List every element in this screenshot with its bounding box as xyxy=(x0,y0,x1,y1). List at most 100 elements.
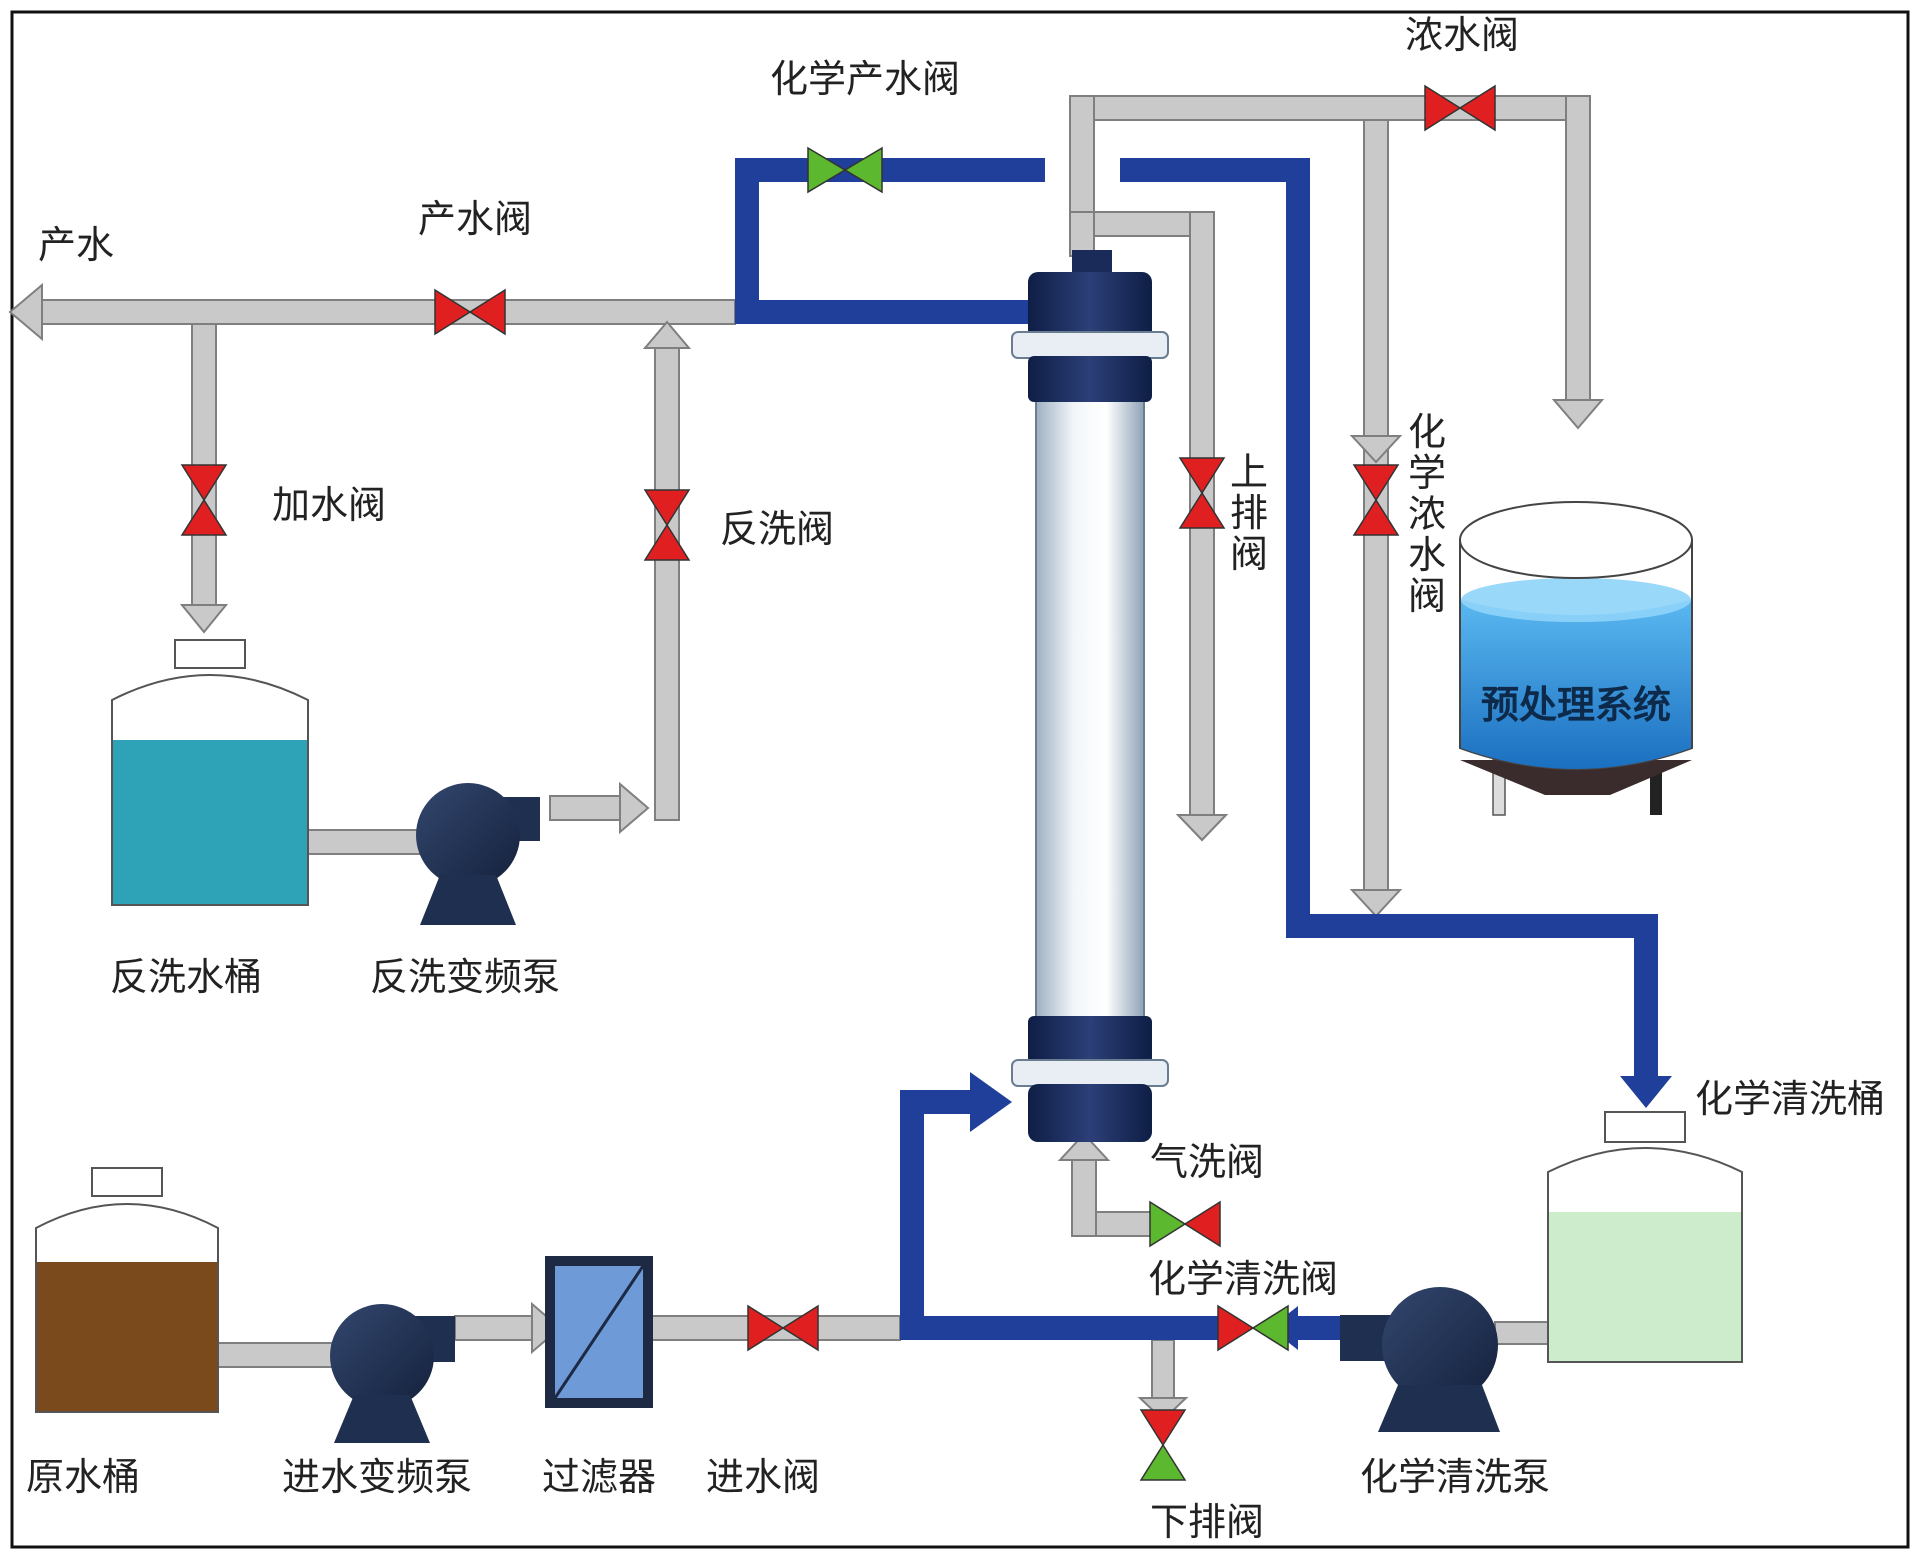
membrane-top-cap xyxy=(1028,272,1152,344)
feed-pump-outlet-pipe xyxy=(454,1315,536,1341)
backwash-riser-pipe xyxy=(654,339,680,821)
membrane-bottom-cap xyxy=(1028,1084,1152,1142)
svg-text:学: 学 xyxy=(1408,451,1446,495)
top-drain-arrow xyxy=(1175,814,1229,842)
valves xyxy=(180,84,1496,1481)
top-header-stub xyxy=(1069,211,1095,257)
chem-clean-return-pipe xyxy=(900,1316,1225,1340)
svg-text:上: 上 xyxy=(1230,450,1268,494)
svg-text:水: 水 xyxy=(1408,533,1446,577)
raw-tank-outlet-pipe xyxy=(211,1342,333,1368)
svg-text:阀: 阀 xyxy=(1230,532,1268,576)
feed-pump[interactable] xyxy=(330,1304,455,1443)
backwash-pump-outlet-arrow xyxy=(619,781,650,835)
product-water-arrow xyxy=(8,282,43,342)
chem-product-top-pipe xyxy=(735,158,1045,182)
backwash-riser-arrow xyxy=(642,320,692,349)
bottom-drain-pipe xyxy=(1151,1339,1175,1403)
svg-text:化: 化 xyxy=(1408,410,1446,454)
backwash-pump-outlet-pipe xyxy=(549,795,626,821)
membrane-top-nozzle xyxy=(1072,250,1112,276)
label-concentrate-valve: 浓水阀 xyxy=(1405,13,1519,57)
membrane-top-collar xyxy=(1028,356,1152,402)
membrane-top-flange xyxy=(1011,331,1169,359)
label-chem-concentrate-valve: 化 学 浓 水 阀 xyxy=(1408,410,1446,618)
raw-tank-lid xyxy=(91,1167,163,1197)
pretreat-water-surface xyxy=(1461,578,1691,622)
return-bottom-pipe xyxy=(1286,914,1658,938)
label-backwash-pump: 反洗变频泵 xyxy=(370,955,560,999)
product-valve[interactable] xyxy=(434,288,506,336)
inlet-valve[interactable] xyxy=(747,1304,819,1352)
label-air-wash-valve: 气洗阀 xyxy=(1150,1140,1264,1184)
label-filter: 过滤器 xyxy=(542,1455,656,1499)
chem-tank-inlet-arrow xyxy=(1620,1076,1672,1108)
backwash-tank xyxy=(111,639,309,906)
bottom-drain-arrow xyxy=(1137,1397,1189,1422)
membrane-product-outlet-pipe xyxy=(735,300,1035,324)
membrane-body xyxy=(1035,399,1145,1041)
chem-clean-tank xyxy=(1547,1111,1743,1363)
raw-tank-water xyxy=(37,1262,217,1411)
bottom-drain-valve[interactable] xyxy=(1139,1409,1187,1481)
pretreatment-vessel xyxy=(1459,501,1693,816)
pretreat-rim xyxy=(1459,501,1693,579)
return-down-pipe xyxy=(1286,158,1310,938)
fill-valve[interactable] xyxy=(180,464,228,536)
svg-text:阀: 阀 xyxy=(1408,574,1446,618)
concentrate-down-arrow xyxy=(1551,399,1605,430)
label-feed-pump: 进水变频泵 xyxy=(282,1455,472,1499)
cartridge-filter[interactable] xyxy=(545,1256,653,1408)
label-product-valve: 产水阀 xyxy=(418,197,532,241)
filter-diagonal xyxy=(553,1265,645,1399)
backwash-valve[interactable] xyxy=(643,489,691,561)
membrane-bottom-collar xyxy=(1028,1016,1152,1064)
pretreat-cone xyxy=(1460,760,1692,795)
label-fill-valve: 加水阀 xyxy=(272,483,386,527)
raw-water-tank xyxy=(35,1167,219,1413)
backwash-pump[interactable] xyxy=(416,783,540,925)
chem-tank-outlet-pipe xyxy=(1494,1321,1551,1345)
svg-text:排: 排 xyxy=(1230,491,1268,535)
chem-concentrate-valve[interactable] xyxy=(1352,464,1400,536)
product-water-pipe xyxy=(34,299,736,325)
air-wash-valve[interactable] xyxy=(1149,1200,1221,1248)
chem-tank-water xyxy=(1549,1212,1741,1361)
air-wash-riser-pipe xyxy=(1071,1149,1097,1237)
chem-product-valve[interactable] xyxy=(807,146,883,194)
backwash-tank-lid xyxy=(174,639,246,669)
chem-tank-lid xyxy=(1604,1111,1686,1143)
return-top-pipe xyxy=(1120,158,1310,182)
concentrate-valve[interactable] xyxy=(1424,84,1496,132)
label-inlet-valve: 进水阀 xyxy=(706,1455,820,1499)
chem-pump-outlet-pipe xyxy=(1295,1316,1343,1340)
backwash-tank-water xyxy=(113,740,307,904)
backwash-tank-outlet-pipe xyxy=(304,829,421,855)
label-chem-clean-tank: 化学清洗桶 xyxy=(1695,1077,1885,1121)
chem-clean-pump[interactable] xyxy=(1340,1287,1500,1432)
label-pretreatment-system: 预处理系统 xyxy=(1481,683,1671,727)
top-header-pipe xyxy=(1069,95,1591,121)
feed-top-pipe xyxy=(900,1090,975,1114)
label-chem-product-valve: 化学产水阀 xyxy=(770,57,960,101)
chem-clean-valve[interactable] xyxy=(1217,1304,1289,1352)
blue-pipes xyxy=(735,158,1672,1350)
pretreat-water xyxy=(1461,600,1691,769)
label-chem-clean-valve: 化学清洗阀 xyxy=(1148,1257,1338,1301)
label-bottom-drain-valve: 下排阀 xyxy=(1150,1500,1264,1544)
feed-riser-pipe xyxy=(900,1090,924,1340)
concentrate-down-pipe xyxy=(1565,95,1591,407)
chem-concentrate-down-arrow-1 xyxy=(1349,435,1403,464)
air-wash-arrow xyxy=(1057,1132,1111,1161)
top-drain-valve[interactable] xyxy=(1178,457,1226,529)
label-backwash-valve: 反洗阀 xyxy=(720,507,834,551)
chem-product-riser xyxy=(735,158,759,324)
svg-text:浓: 浓 xyxy=(1408,492,1446,536)
uf-membrane-module xyxy=(1011,250,1169,1142)
label-backwash-tank: 反洗水桶 xyxy=(110,955,262,999)
label-top-drain-valve: 上 排 阀 xyxy=(1230,450,1268,576)
membrane-bottom-flange xyxy=(1011,1059,1169,1087)
label-chem-clean-pump: 化学清洗泵 xyxy=(1360,1455,1550,1499)
label-product-water: 产水 xyxy=(38,223,114,267)
